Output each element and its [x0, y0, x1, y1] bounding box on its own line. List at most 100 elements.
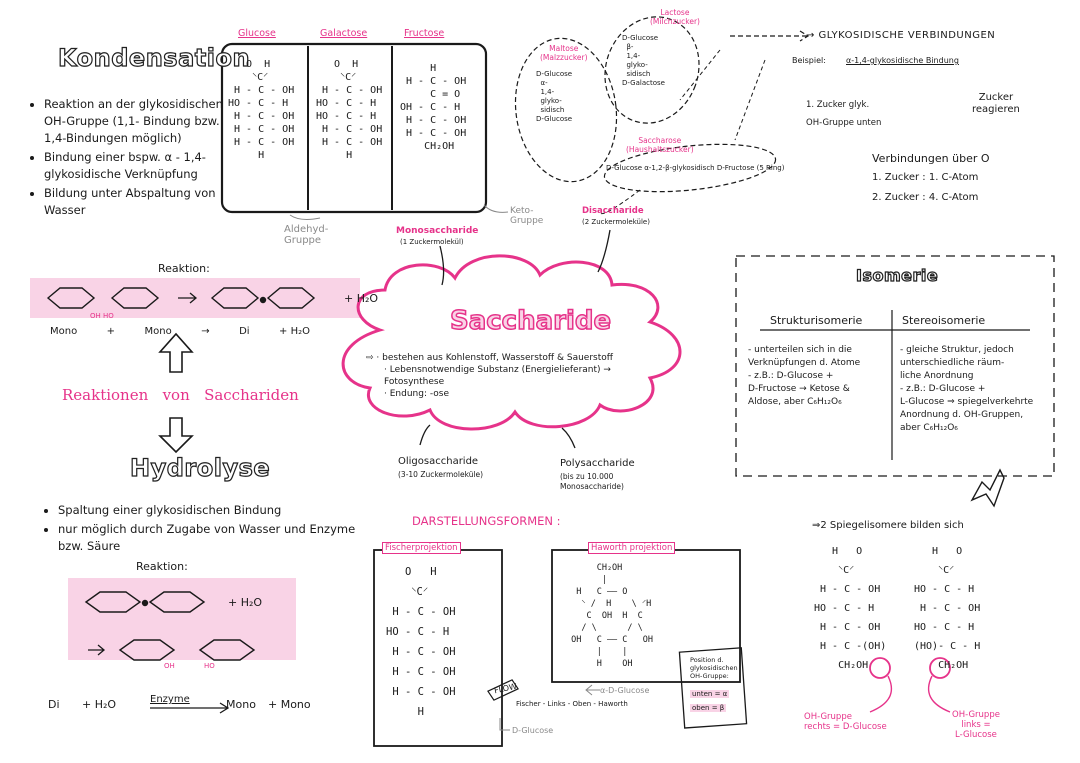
glyko-zucker1: 1. Zucker glyk.	[806, 100, 870, 110]
fischer-formula: O H ⸌C⸍ H - C - OH HO - C - H H - C - OH…	[386, 566, 456, 718]
hydrolyse-bullets: Spaltung einer glykosidischen Bindung nu…	[36, 502, 358, 557]
glyko-beispiel: Beispiel:	[792, 56, 826, 65]
l-glucose-label: OH-Gruppe links = L-Glucose	[952, 710, 1000, 740]
poly-sublabel: (bis zu 10.000 Monosaccharide)	[560, 472, 624, 491]
alpha-d-glucose: α-D-Glucose	[600, 686, 650, 695]
note-text: Position d. glykosidischen OH-Gruppe:	[690, 656, 738, 680]
mono-row: Mono + Mono → Di + H₂O	[50, 326, 310, 337]
arrow-down-icon	[158, 417, 194, 454]
maltose-label: Maltose (Malzzucker)	[540, 44, 588, 62]
oh-ho-label: OH HO	[90, 312, 114, 320]
fischer-label: Fischerprojektion	[382, 542, 461, 554]
stereoisomerie-head: Stereoisomerie	[902, 314, 986, 327]
fructose-header: Fructose	[404, 28, 445, 39]
ring-icon	[84, 591, 142, 613]
glucose-formula: O H ⸌C⸍ H - C - OH HO - C - H H - C - OH…	[228, 59, 295, 161]
oh-label: OH	[164, 662, 175, 670]
bullet-item: Bildung unter Abspaltung von Wasser	[44, 185, 232, 219]
d-glucose-formula: H O ⸌C⸍ H - C - OH HO - C - H H - C - OH…	[814, 546, 887, 671]
galactose-header: Galactose	[320, 28, 368, 39]
aldehyd-label: Aldehyd- Gruppe	[284, 224, 329, 246]
oligo-sublabel: (3-10 Zuckermoleküle)	[398, 470, 484, 479]
arrow-up-icon	[158, 332, 194, 373]
hexagon-rings-hydrolyse	[84, 591, 256, 661]
enzyme-label: Enzyme	[150, 694, 190, 705]
haworth-formula: CH₂OH | H C ―― O ⸌ / H \ ⸍H C OH H C / \…	[571, 563, 653, 669]
saccharide-cloud	[341, 254, 682, 431]
glyko-bindung: α-1,4-glykosidische Bindung	[846, 56, 959, 65]
ring-icon	[266, 287, 316, 309]
darstellung-title: DARSTELLUNGSFORMEN :	[412, 514, 561, 528]
monosaccharide-sublabel: (1 Zuckermolekül)	[400, 238, 464, 246]
ring-icon	[110, 287, 160, 309]
ring-icon	[118, 639, 176, 661]
point-item: ⇨ · bestehen aus Kohlenstoff, Wasserstof…	[366, 353, 613, 363]
arrow-right-icon	[178, 292, 198, 304]
d-glucose-flow: D-Glucose	[512, 726, 554, 735]
bullet-item: Spaltung einer glykosidischen Bindung	[58, 502, 358, 519]
note-unten: unten = α	[690, 690, 730, 698]
hydrolyse-plus-h2o: + H₂O	[228, 596, 263, 609]
isomerie-title: Isomerie	[855, 265, 939, 285]
lactose-label: Lactose (Milchzucker)	[650, 8, 700, 26]
saccharide-points: ⇨ · bestehen aus Kohlenstoff, Wasserstof…	[366, 352, 666, 400]
d-glucose-label: OH-Gruppe rechts = D-Glucose	[804, 712, 887, 732]
bullet-item: Reaktion an der glykosidischen OH-Gruppe…	[44, 96, 232, 147]
arrow-right-icon	[88, 644, 106, 656]
disaccharide-sublabel: (2 Zuckermoleküle)	[582, 218, 650, 226]
glyko-oh-unten: OH-Gruppe unten	[806, 118, 882, 128]
bullet-item: nur möglich durch Zugabe von Wasser und …	[58, 521, 358, 555]
disaccharide-label: Disaccharide	[582, 206, 644, 216]
stereoisomerie-text: - gleiche Struktur, jedoch unterschiedli…	[900, 345, 1034, 433]
l-glucose-formula: H O ⸌C⸍ HO - C - H H - C - OH HO - C - H…	[914, 546, 981, 671]
bullet-item: Bindung einer bspw. α - 1,4-glykosidisch…	[44, 149, 232, 183]
strukturisomerie-head: Strukturisomerie	[770, 314, 863, 327]
note-oben: oben = β	[690, 704, 727, 712]
disaccharide-ovals	[514, 16, 777, 193]
poly-label: Polysaccharide	[560, 458, 635, 469]
kondensation-title: Kondensation	[57, 43, 251, 72]
hydrolyse-h2o: + H₂O	[82, 698, 117, 711]
monosaccharide-box	[220, 42, 488, 214]
saccharide-title: Saccharide	[449, 305, 612, 337]
kondensation-bullets: Reaktion an der glykosidischen OH-Gruppe…	[22, 96, 232, 221]
ring-icon	[46, 287, 96, 309]
point-item: · Lebensnotwendige Substanz (Energielief…	[384, 365, 611, 387]
fructose-formula: H H - C - OH C = O OH - C - H H - C - OH…	[400, 63, 467, 152]
arrow-down-left-icon	[970, 468, 1005, 508]
hydrolyse-reaktion-label: Reaktion:	[136, 560, 188, 573]
lactose-parts: D-Glucose β- 1,4- glyko- sidisch D-Galac…	[622, 34, 665, 87]
glyko-z2: 2. Zucker : 4. C-Atom	[872, 192, 979, 203]
keto-label: Keto- Gruppe	[510, 206, 544, 226]
hydrolyse-mono2: + Mono	[268, 698, 311, 711]
spiegel-title: ⇒2 Spiegelisomere bilden sich	[812, 520, 964, 531]
ring-icon	[210, 287, 260, 309]
ho-label: HO	[204, 662, 215, 670]
note-box	[678, 647, 748, 729]
glyko-title: → GLYKOSIDISCHE VERBINDUNGEN	[806, 30, 996, 41]
arrow-right-icon	[150, 702, 230, 714]
monosaccharide-label: Monosaccharide	[396, 226, 479, 236]
saccharose-label: Saccharose (Haushaltszucker)	[626, 136, 694, 154]
reaktionen-heading: Reaktionen von Sacchariden	[62, 386, 299, 404]
strukturisomerie-text: - unterteilen sich in die Verknüpfungen …	[748, 345, 861, 407]
galactose-formula: O H ⸌C⸍ H - C - OH HO - C - H HO - C - H…	[316, 59, 383, 161]
glyko-zucker-reagieren: Zucker reagieren	[972, 92, 1020, 115]
ring-icon	[148, 591, 206, 613]
glyko-z1: 1. Zucker : 1. C-Atom	[872, 172, 979, 183]
oligo-label: Oligosaccharide	[398, 456, 479, 467]
hydrolyse-mono1: Mono	[226, 698, 256, 711]
hexagon-rings-kondensation	[46, 287, 316, 309]
glyko-verb: Verbindungen über O	[872, 152, 990, 165]
glucose-header: Glucose	[238, 28, 276, 39]
fischer-haworth: Fischer - Links - Oben - Haworth	[516, 700, 628, 708]
haworth-label: Haworth projektion	[588, 542, 676, 554]
isomerie-box	[735, 255, 1055, 477]
plus-h2o: + H₂O	[344, 292, 379, 305]
hydrolyse-di: Di	[48, 698, 60, 711]
reaktion-label: Reaktion:	[158, 262, 210, 275]
maltose-parts: D-Glucose α- 1,4- glyko- sidisch D-Gluco…	[536, 70, 573, 123]
hydrolyse-title: Hydrolyse	[129, 453, 271, 482]
point-item: · Endung: -ose	[384, 389, 449, 399]
